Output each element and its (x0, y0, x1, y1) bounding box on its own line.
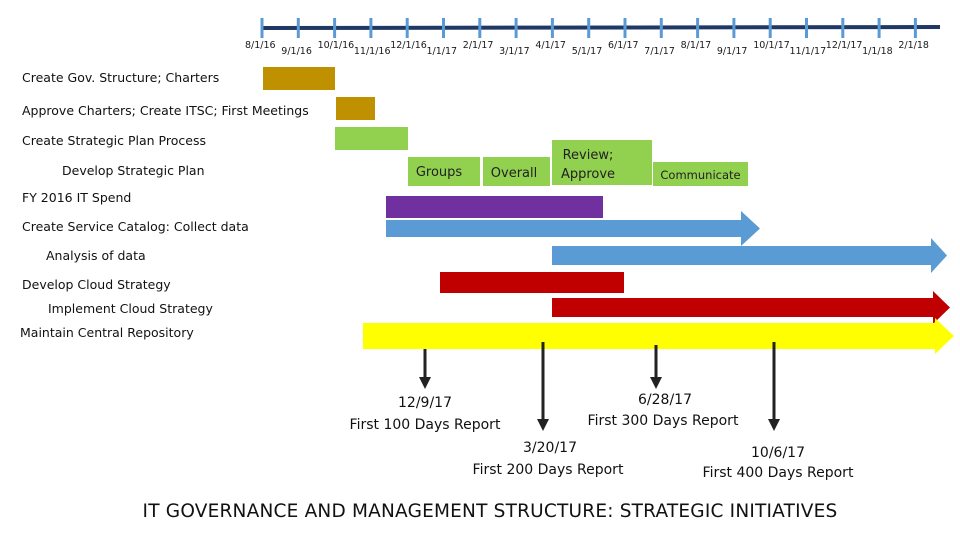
milestone-arrowhead-200 (537, 419, 549, 431)
timeline-tick-label: 3/1/17 (499, 46, 530, 57)
timeline-tick-label: 5/1/17 (571, 46, 603, 57)
arrow-maintain-repository (363, 318, 954, 354)
milestone-arrowhead-300 (650, 377, 662, 389)
row-label-implement-cloud-strategy: Implement Cloud Strategy (48, 301, 213, 316)
milestone-name-100: First 100 Days Report (349, 417, 501, 433)
milestone-date-100: 12/9/17 (398, 395, 452, 411)
timeline-tick-label: 10/1/17 (753, 40, 790, 51)
row-label-maintain-repository: Maintain Central Repository (20, 325, 194, 340)
bar-fy2016-it-spend (386, 196, 603, 218)
milestone-arrowhead-400 (768, 419, 780, 431)
bar-label-review-approve: Review; Approve (560, 148, 616, 182)
timeline-tick-label: 4/1/17 (535, 40, 566, 51)
bar-gov-structure (263, 67, 335, 90)
timeline-tick-label: 6/1/17 (608, 40, 639, 51)
bar-approve-charters (336, 97, 375, 120)
timeline-axis (261, 25, 941, 30)
timeline-tick-label: 1/1/17 (426, 46, 458, 57)
timeline-tick-label: 12/1/17 (825, 40, 863, 51)
timeline-tick-label: 8/1/16 (245, 40, 276, 51)
row-label-strategic-plan-process: Create Strategic Plan Process (22, 133, 206, 148)
timeline-tick-label: 9/1/17 (716, 46, 748, 57)
timeline-ticks (260, 18, 917, 38)
timeline-tick-label: 11/1/16 (353, 46, 391, 57)
bar-groups (408, 157, 480, 186)
milestone-arrowhead-100 (419, 377, 431, 389)
row-label-gov-structure: Create Gov. Structure; Charters (22, 70, 220, 85)
bar-label-overall: Overall (490, 166, 538, 181)
bar-overall (483, 157, 550, 186)
bar-label-groups: Groups (415, 165, 463, 180)
arrow-analysis-of-data (552, 238, 947, 273)
row-label-approve-charters: Approve Charters; Create ITSC; First Mee… (22, 103, 309, 118)
bar-communicate (653, 162, 748, 186)
page-title: IT GOVERNANCE AND MANAGEMENT STRUCTURE: … (142, 501, 838, 522)
bar-review-approve (552, 140, 652, 185)
timeline-tick-label: 10/1/16 (317, 40, 355, 51)
arrow-service-catalog (386, 211, 760, 246)
row-label-fy2016-it-spend: FY 2016 IT Spend (22, 190, 132, 205)
arrow-implement-cloud-strategy (552, 291, 950, 324)
timeline-tick-label: 2/1/17 (462, 40, 494, 51)
row-label-develop-cloud-strategy: Develop Cloud Strategy (22, 277, 171, 292)
row-label-service-catalog: Create Service Catalog: Collect data (22, 219, 249, 234)
timeline-tick-label: 2/1/18 (898, 40, 929, 51)
timeline-tick-label: 12/1/16 (390, 40, 427, 51)
bar-strategic-plan-process (335, 127, 408, 150)
bar-develop-cloud-strategy (440, 272, 624, 293)
timeline-tick-label: 9/1/16 (281, 46, 312, 57)
milestone-date-400: 10/6/17 (751, 445, 805, 461)
milestone-name-300: First 300 Days Report (587, 413, 739, 429)
milestone-name-200: First 200 Days Report (472, 462, 624, 478)
timeline-tick-label: 8/1/17 (680, 40, 712, 51)
timeline-tick-label: 11/1/17 (789, 46, 827, 57)
timeline-tick-label: 7/1/17 (644, 46, 675, 57)
milestone-date-200: 3/20/17 (523, 440, 577, 456)
milestone-date-300: 6/28/17 (638, 392, 692, 408)
milestone-name-400: First 400 Days Report (702, 465, 854, 481)
row-label-develop-strategic-plan: Develop Strategic Plan (62, 163, 205, 178)
row-label-analysis-of-data: Analysis of data (46, 248, 146, 263)
bar-label-communicate: Communicate (660, 168, 741, 182)
timeline-tick-label: 1/1/18 (862, 46, 893, 57)
